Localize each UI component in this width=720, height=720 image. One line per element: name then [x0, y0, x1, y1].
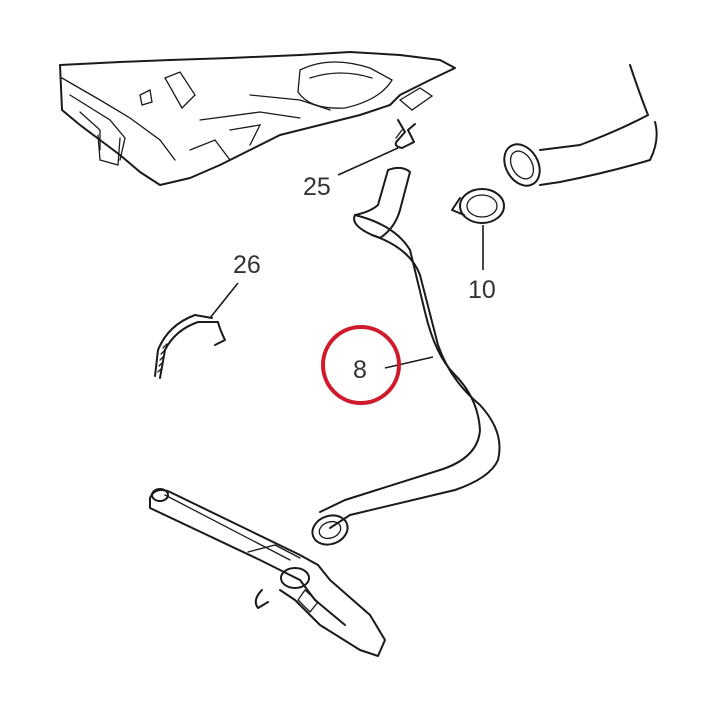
- tub-housing: [59, 51, 456, 186]
- hose-clip-25: [394, 119, 416, 149]
- hose-clamp-10: [451, 188, 505, 224]
- callout-label-8: 8: [353, 356, 367, 384]
- hose-8: [311, 166, 501, 546]
- leader-26: [209, 282, 239, 319]
- leader-8: [384, 356, 434, 369]
- spray-arm: [149, 488, 386, 657]
- drain-hose: [503, 64, 658, 187]
- cable-clip-26: [154, 314, 226, 379]
- leader-25: [337, 147, 399, 176]
- callout-label-26: 26: [233, 251, 261, 279]
- callout-label-10: 10: [468, 276, 496, 304]
- highlight-circle: [321, 325, 401, 405]
- callout-label-25: 25: [303, 173, 331, 201]
